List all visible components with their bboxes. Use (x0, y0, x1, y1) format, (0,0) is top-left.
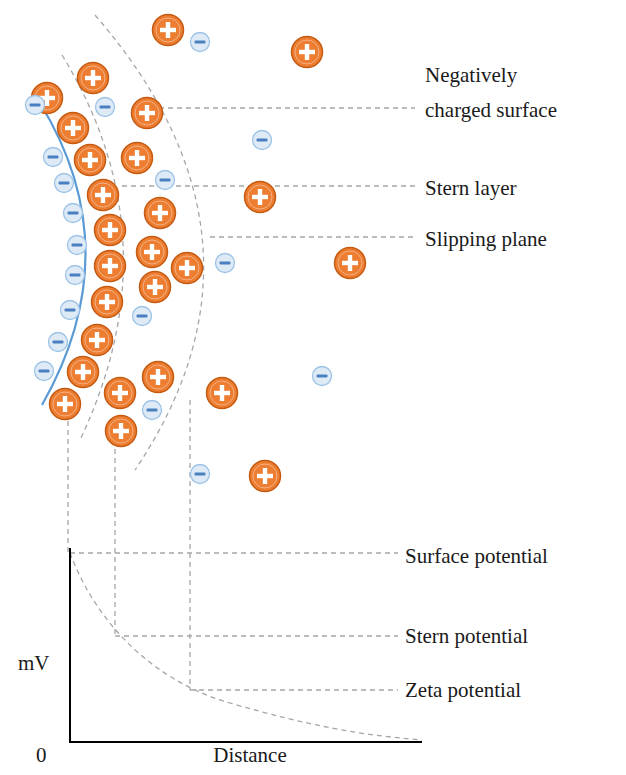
cation-symbol (172, 253, 203, 284)
anion-symbol (156, 171, 175, 190)
anion-symbol (133, 307, 152, 326)
axis-title: Distance (213, 738, 286, 773)
cation-symbol (122, 143, 153, 174)
potential-curve (70, 553, 422, 740)
leader-line (210, 236, 415, 237)
anion-symbol (143, 401, 162, 420)
leader-line (150, 107, 415, 108)
anion-symbol (191, 465, 210, 484)
stern-layer-label: Stern layer (425, 171, 517, 206)
cation-symbol (92, 287, 123, 318)
x-axis (69, 741, 422, 743)
leader-line (115, 635, 398, 636)
axis-unit-label: mV (18, 646, 50, 681)
cation-symbol (335, 248, 366, 279)
cation-symbol (292, 37, 323, 68)
stern-potential-label: Stern potential (405, 619, 528, 654)
cation-symbol (50, 389, 81, 420)
cation-symbol (250, 461, 281, 492)
cation-symbol (245, 182, 276, 213)
slipping-plane-boundary (95, 15, 204, 470)
anion-symbol (216, 254, 235, 273)
guide-line (67, 412, 68, 553)
anion-symbol (96, 98, 115, 117)
leader-line (70, 552, 398, 553)
anion-symbol (68, 236, 87, 255)
slipping-plane-label: Slipping plane (425, 222, 547, 257)
cation-symbol (68, 357, 99, 388)
cation-symbol (82, 325, 113, 356)
origin-label: 0 (36, 738, 47, 773)
anion-symbol (55, 174, 74, 193)
leader-line (190, 689, 398, 690)
cation-symbol (78, 63, 109, 94)
anion-symbol (26, 96, 45, 115)
cation-symbol (106, 416, 137, 447)
cation-symbol (95, 215, 126, 246)
cation-symbol (88, 180, 119, 211)
zeta-potential-label: Zeta potential (405, 673, 521, 708)
cation-symbol (75, 145, 106, 176)
cation-symbol (132, 98, 163, 129)
anion-symbol (35, 362, 54, 381)
cation-symbol (105, 378, 136, 409)
cation-symbol (153, 15, 184, 46)
cation-symbol (137, 237, 168, 268)
cation-symbol (140, 272, 171, 303)
cation-symbol (207, 378, 238, 409)
y-axis (69, 548, 71, 743)
anion-symbol (61, 301, 80, 320)
cation-symbol (145, 198, 176, 229)
guide-line (114, 440, 115, 636)
anion-symbol (49, 333, 68, 352)
surface-potential-label: Surface potential (405, 539, 548, 574)
guide-line (189, 400, 190, 690)
cation-symbol (95, 251, 126, 282)
cation-symbol (143, 362, 174, 393)
anion-symbol (191, 33, 210, 52)
anion-symbol (313, 367, 332, 386)
anion-symbol (64, 204, 83, 223)
surface-label: Negatively charged surface (425, 58, 575, 128)
anion-symbol (44, 148, 63, 167)
anion-symbol (66, 266, 85, 285)
anion-symbol (253, 131, 272, 150)
cation-symbol (58, 113, 89, 144)
